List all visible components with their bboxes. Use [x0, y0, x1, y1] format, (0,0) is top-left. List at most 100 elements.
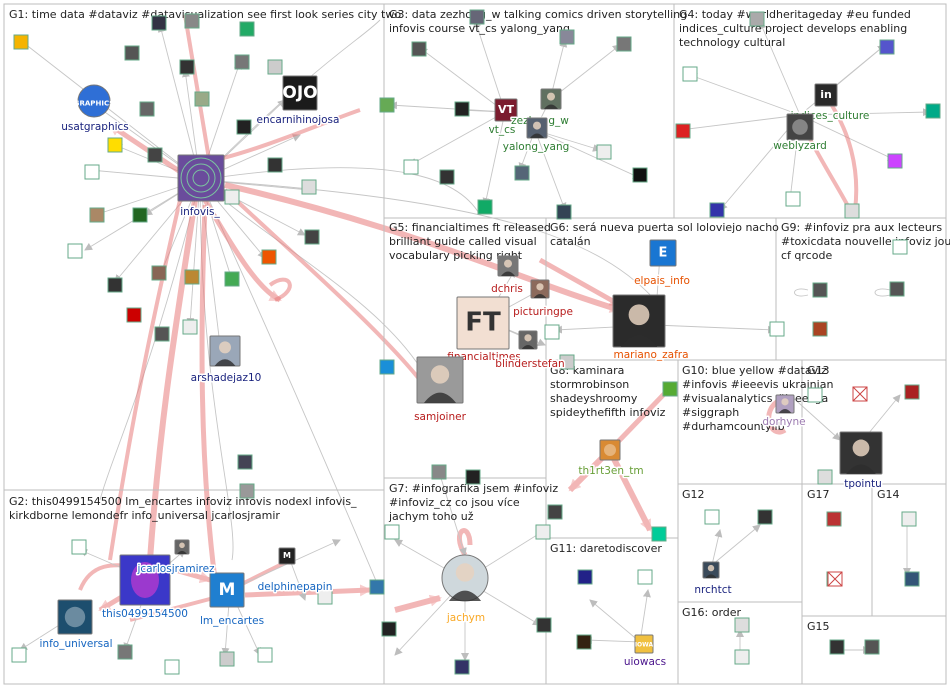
- avatar-thumbnail-icon[interactable]: [71, 539, 87, 555]
- avatar-thumbnail-icon[interactable]: [817, 469, 833, 485]
- node-nrchtct[interactable]: nrchtct: [693, 561, 733, 598]
- avatar-thumbnail-icon[interactable]: [184, 269, 200, 285]
- avatar-thumbnail-icon[interactable]: [807, 387, 823, 403]
- avatar-thumbnail-icon[interactable]: [904, 384, 920, 400]
- avatar-thumbnail-icon[interactable]: [164, 659, 180, 675]
- avatar-thumbnail-icon[interactable]: [261, 249, 277, 265]
- node-th1rt3en-tm[interactable]: th1rt3en_tm: [577, 439, 645, 479]
- node-jachym[interactable]: jachym: [441, 554, 489, 626]
- avatar-thumbnail-icon[interactable]: [179, 59, 195, 75]
- avatar-thumbnail-icon[interactable]: [369, 579, 385, 595]
- avatar-thumbnail-icon[interactable]: [535, 524, 551, 540]
- node-jcarlosjramirez[interactable]: jcarlosjramirez: [135, 539, 217, 577]
- avatar-thumbnail-icon[interactable]: [577, 569, 593, 585]
- node-info-universal[interactable]: info_universal: [38, 599, 114, 652]
- avatar-thumbnail-icon[interactable]: [379, 97, 395, 113]
- avatar-thumbnail-icon[interactable]: [267, 157, 283, 173]
- avatar-thumbnail-icon[interactable]: [675, 123, 691, 139]
- avatar-thumbnail-icon[interactable]: [194, 91, 210, 107]
- node-lm-encartes[interactable]: Mlm_encartes: [198, 572, 266, 629]
- avatar-thumbnail-icon[interactable]: [239, 21, 255, 37]
- avatar-thumbnail-icon[interactable]: [147, 147, 163, 163]
- avatar-thumbnail-icon[interactable]: [844, 203, 860, 219]
- avatar-thumbnail-icon[interactable]: [454, 101, 470, 117]
- avatar-thumbnail-icon[interactable]: [536, 617, 552, 633]
- avatar-thumbnail-icon[interactable]: [84, 164, 100, 180]
- node-mariano-zafra[interactable]: mariano_zafra: [612, 294, 690, 363]
- avatar-thumbnail-icon[interactable]: [514, 165, 530, 181]
- avatar-thumbnail-icon[interactable]: [219, 651, 235, 667]
- node-infovis[interactable]: infovis_: [177, 154, 225, 220]
- avatar-thumbnail-icon[interactable]: [864, 639, 880, 655]
- avatar-thumbnail-icon[interactable]: [301, 179, 317, 195]
- avatar-thumbnail-icon[interactable]: [887, 153, 903, 169]
- node-picturingpe[interactable]: picturingpe: [512, 279, 574, 320]
- avatar-thumbnail-icon[interactable]: [904, 571, 920, 587]
- avatar-thumbnail-icon[interactable]: [829, 639, 845, 655]
- avatar-thumbnail-icon[interactable]: [812, 282, 828, 298]
- avatar-thumbnail-icon[interactable]: [651, 526, 667, 542]
- avatar-thumbnail-icon[interactable]: [237, 454, 253, 470]
- avatar-thumbnail-icon[interactable]: [556, 204, 572, 220]
- avatar-thumbnail-icon[interactable]: [576, 634, 592, 650]
- avatar-thumbnail-icon[interactable]: [559, 29, 575, 45]
- node-yalong-yang[interactable]: yalong_yang: [501, 117, 571, 155]
- avatar-thumbnail-icon[interactable]: [379, 359, 395, 375]
- avatar-thumbnail-icon[interactable]: [704, 509, 720, 525]
- avatar-thumbnail-icon[interactable]: [11, 647, 27, 663]
- avatar-thumbnail-icon[interactable]: [236, 119, 252, 135]
- avatar-thumbnail-icon[interactable]: [544, 324, 560, 340]
- avatar-thumbnail-icon[interactable]: [477, 199, 493, 215]
- avatar-thumbnail-icon[interactable]: [757, 509, 773, 525]
- avatar-thumbnail-icon[interactable]: [154, 326, 170, 342]
- avatar-thumbnail-icon[interactable]: [662, 381, 678, 397]
- avatar-thumbnail-icon[interactable]: [682, 66, 698, 82]
- avatar-thumbnail-icon[interactable]: [234, 54, 250, 70]
- avatar-thumbnail-icon[interactable]: [465, 469, 481, 485]
- avatar-thumbnail-icon[interactable]: [317, 589, 333, 605]
- avatar-thumbnail-icon[interactable]: [184, 13, 200, 29]
- avatar-thumbnail-icon[interactable]: [411, 41, 427, 57]
- avatar-thumbnail-icon[interactable]: [901, 511, 917, 527]
- avatar-thumbnail-icon[interactable]: [431, 464, 447, 480]
- avatar-thumbnail-icon[interactable]: [117, 644, 133, 660]
- avatar-thumbnail-icon[interactable]: [151, 265, 167, 281]
- avatar-thumbnail-icon[interactable]: [13, 34, 29, 50]
- avatar-thumbnail-icon[interactable]: [304, 229, 320, 245]
- avatar-thumbnail-icon[interactable]: [439, 169, 455, 185]
- node-dorhyne[interactable]: dorhyne: [761, 394, 807, 430]
- avatar-thumbnail-icon[interactable]: [469, 9, 485, 25]
- avatar-thumbnail-icon[interactable]: [403, 159, 419, 175]
- node-arshadejaz10[interactable]: arshadejaz10: [189, 335, 263, 386]
- avatar-thumbnail-icon[interactable]: [812, 321, 828, 337]
- avatar-thumbnail-icon[interactable]: [182, 319, 198, 335]
- avatar-thumbnail-icon[interactable]: [769, 321, 785, 337]
- avatar-thumbnail-icon[interactable]: [107, 277, 123, 293]
- avatar-thumbnail-icon[interactable]: [734, 617, 750, 633]
- avatar-thumbnail-icon[interactable]: [826, 511, 842, 527]
- avatar-thumbnail-icon[interactable]: [224, 271, 240, 287]
- avatar-thumbnail-icon[interactable]: [151, 15, 167, 31]
- avatar-thumbnail-icon[interactable]: [267, 59, 283, 75]
- avatar-thumbnail-icon[interactable]: [749, 11, 765, 27]
- avatar-thumbnail-icon[interactable]: [126, 307, 142, 323]
- avatar-thumbnail-icon[interactable]: [139, 101, 155, 117]
- avatar-thumbnail-icon[interactable]: [616, 36, 632, 52]
- avatar-thumbnail-icon[interactable]: [879, 39, 895, 55]
- avatar-thumbnail-icon[interactable]: [89, 207, 105, 223]
- avatar-thumbnail-icon[interactable]: [257, 647, 273, 663]
- avatar-thumbnail-icon[interactable]: [709, 202, 725, 218]
- avatar-thumbnail-icon[interactable]: [559, 354, 575, 370]
- avatar-thumbnail-icon[interactable]: [384, 524, 400, 540]
- avatar-thumbnail-icon[interactable]: [107, 137, 123, 153]
- avatar-thumbnail-icon[interactable]: [381, 621, 397, 637]
- avatar-thumbnail-icon[interactable]: [892, 239, 908, 255]
- node-blinderstefan[interactable]: blinderstefan: [494, 330, 566, 372]
